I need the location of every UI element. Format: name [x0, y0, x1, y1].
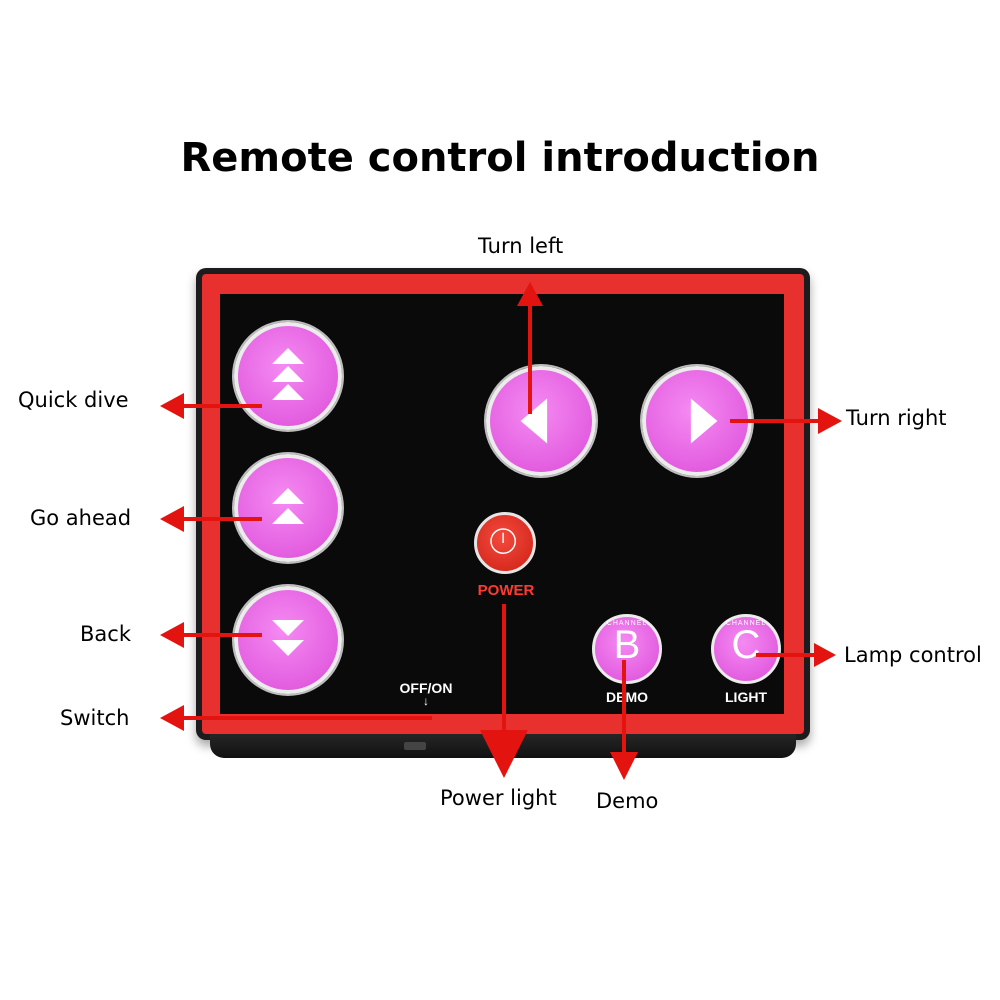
page-title: Remote control introduction: [180, 135, 820, 181]
callout-back: Back: [80, 622, 131, 646]
channel-b-demo-button[interactable]: CHANNEL B: [592, 614, 662, 684]
power-icon: [490, 528, 517, 555]
go-ahead-button[interactable]: [234, 454, 342, 562]
callout-demo: Demo: [596, 789, 659, 813]
switch-label: OFF/ON: [399, 680, 453, 696]
power-button[interactable]: [474, 512, 536, 574]
back-button[interactable]: [234, 586, 342, 694]
channel-c-label: CHANNEL: [725, 620, 767, 627]
quick-dive-button[interactable]: [234, 322, 342, 430]
callout-go-ahead: Go ahead: [30, 506, 132, 530]
callout-switch: Switch: [60, 706, 130, 730]
callout-quick-dive: Quick dive: [18, 388, 129, 412]
channel-c-light-button[interactable]: CHANNEL C: [711, 614, 781, 684]
callout-turn-right: Turn right: [846, 406, 947, 430]
light-label: LIGHT: [725, 689, 767, 705]
triple-up-arrow-icon: [272, 348, 304, 400]
letter-b: B: [613, 623, 641, 667]
callout-lamp-control: Lamp control: [844, 643, 982, 667]
power-label: POWER: [477, 582, 535, 599]
switch-arrow-glyph: ↓: [423, 694, 429, 708]
switch-slider[interactable]: [404, 742, 426, 750]
demo-label: DEMO: [606, 689, 648, 705]
left-triangle-icon: [520, 398, 548, 444]
callout-power-light: Power light: [440, 786, 557, 810]
double-up-arrow-icon: [272, 488, 304, 524]
turn-left-button[interactable]: [486, 366, 596, 476]
letter-c: C: [731, 623, 761, 667]
double-down-arrow-icon: [272, 620, 304, 656]
channel-b-label: CHANNEL: [606, 620, 648, 627]
callout-turn-left: Turn left: [478, 234, 564, 258]
right-triangle-icon: [690, 398, 718, 444]
